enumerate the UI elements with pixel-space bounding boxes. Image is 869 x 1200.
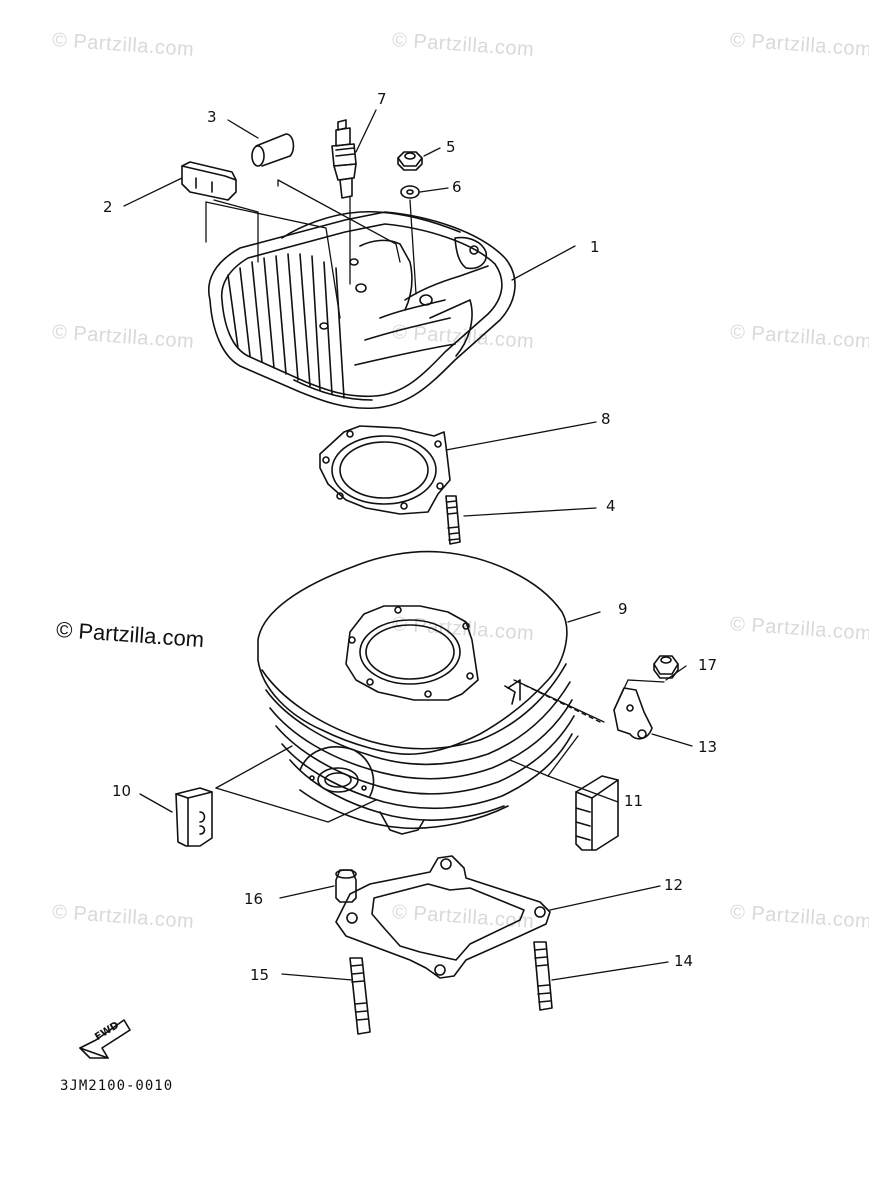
callout-3: 3 (207, 108, 217, 126)
callout-7: 7 (377, 90, 387, 108)
nut-part-17 (653, 655, 679, 679)
callout-14: 14 (674, 952, 694, 970)
plug-part-3 (251, 133, 295, 167)
damper-part-10 (175, 787, 213, 847)
callout-1: 1 (590, 238, 600, 256)
spark-plug-part-7 (331, 119, 357, 199)
damper-part-11 (575, 775, 619, 851)
callout-8: 8 (601, 410, 611, 428)
washer-part-6 (400, 185, 420, 199)
callout-2: 2 (103, 198, 113, 216)
callout-5: 5 (446, 138, 456, 156)
callout-16: 16 (244, 890, 264, 908)
nut-part-5 (397, 151, 423, 171)
callout-10: 10 (112, 782, 132, 800)
callout-9: 9 (618, 600, 628, 618)
fwd-arrow (79, 1019, 131, 1059)
head-gasket-part-8 (319, 425, 451, 515)
stud-part-14 (533, 941, 553, 1011)
diagram-code: 3JM2100-0010 (60, 1078, 174, 1094)
cylinder-part-9 (257, 550, 575, 835)
base-gasket-part-12 (335, 855, 551, 979)
callout-4: 4 (606, 497, 616, 515)
bracket-part-13 (613, 687, 653, 740)
callout-17: 17 (698, 656, 718, 674)
stud-part-15 (349, 957, 371, 1035)
callout-12: 12 (664, 876, 684, 894)
callout-13: 13 (698, 738, 718, 756)
cylinder-head (208, 210, 516, 410)
callout-15: 15 (250, 966, 270, 984)
leader-lines (123, 109, 693, 981)
damper-part-2 (181, 161, 237, 201)
callout-6: 6 (452, 178, 462, 196)
stud-part-4 (445, 495, 461, 545)
callout-11: 11 (624, 792, 644, 810)
dowel-part-16 (335, 869, 357, 903)
